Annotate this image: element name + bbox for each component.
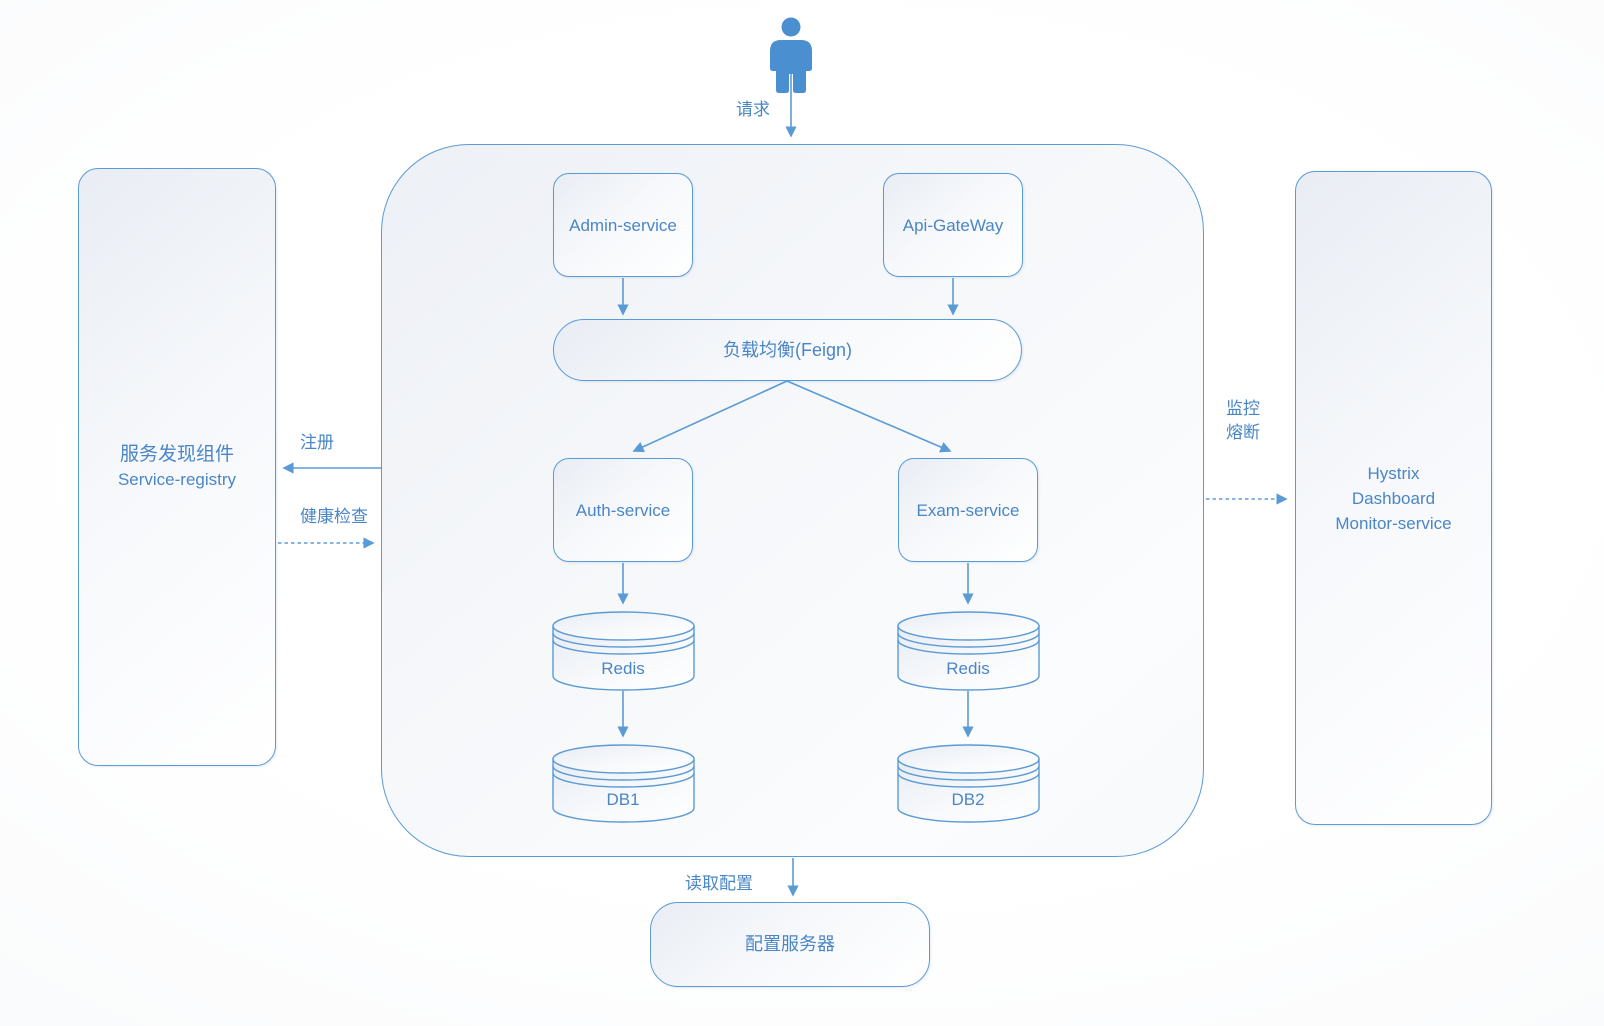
api-gateway-node: Api-GateWay (883, 173, 1023, 277)
hystrix-label-line2: Dashboard (1351, 488, 1436, 508)
config-server-node: 配置服务器 (650, 902, 930, 987)
redis-auth-label: Redis (601, 659, 645, 678)
monitor-circuit-break-edge-label: 监控 熔断 (1226, 397, 1260, 445)
config-server-label: 配置服务器 (745, 934, 835, 954)
api-gateway-label: Api-GateWay (902, 215, 1004, 235)
service-registry-node: 服务发现组件 Service-registry (78, 168, 276, 766)
service-registry-label-cn: 服务发现组件 (119, 444, 234, 465)
system-boundary-container (381, 144, 1204, 857)
register-edge-label: 注册 (300, 433, 334, 452)
hystrix-label-line3: Monitor-service (1335, 513, 1452, 533)
read-config-edge-label: 读取配置 (685, 874, 753, 893)
auth-service-node: Auth-service (553, 458, 693, 562)
monitor-edge-label-line1: 监控 (1226, 399, 1260, 418)
db2-label: DB2 (951, 790, 985, 809)
exam-service-node: Exam-service (898, 458, 1038, 562)
service-registry-label-en: Service-registry (117, 470, 237, 489)
person-icon (770, 17, 812, 93)
exam-service-label: Exam-service (916, 500, 1020, 520)
db1-label: DB1 (606, 790, 640, 809)
load-balancer-label: 负载均衡(Feign) (722, 339, 852, 360)
auth-service-label: Auth-service (575, 500, 671, 520)
admin-service-node: Admin-service (553, 173, 693, 277)
hystrix-label-line1: Hystrix (1367, 463, 1420, 483)
redis-exam-label: Redis (946, 659, 990, 678)
hystrix-monitor-node: Hystrix Dashboard Monitor-service (1295, 171, 1492, 825)
health-check-edge-label: 健康检查 (300, 507, 368, 526)
load-balancer-node: 负载均衡(Feign) (553, 319, 1022, 381)
request-edge-label: 请求 (736, 100, 770, 119)
monitor-edge-label-line2: 熔断 (1226, 423, 1260, 442)
admin-service-label: Admin-service (569, 215, 677, 235)
